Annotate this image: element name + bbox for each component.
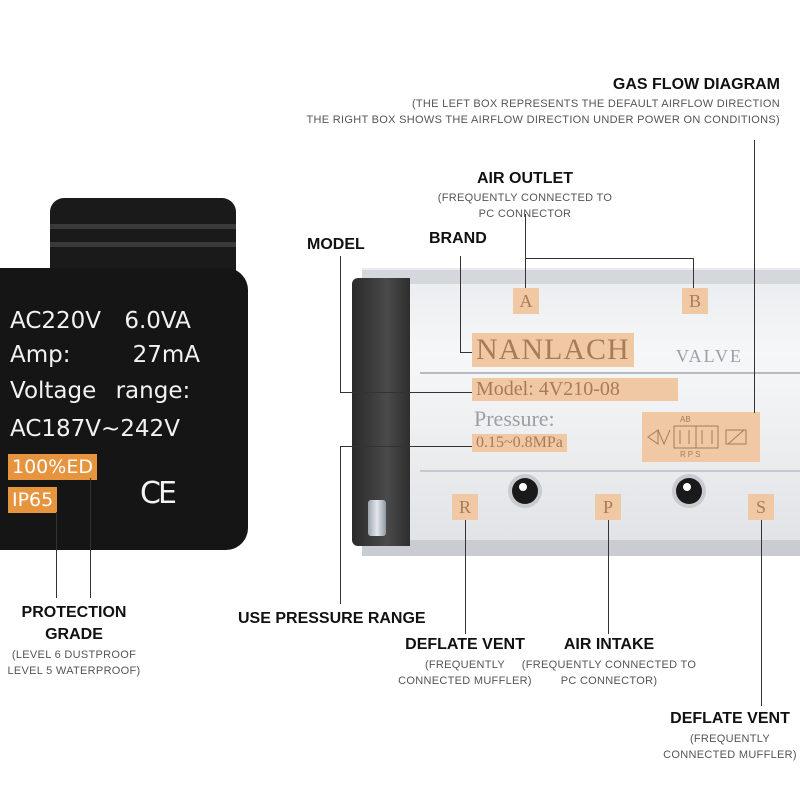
manual-override-screw bbox=[368, 500, 386, 536]
ip-rating-tag: IP65 bbox=[8, 487, 58, 513]
air-outlet-leader-line bbox=[525, 258, 526, 288]
air-outlet-leader-line bbox=[693, 258, 694, 288]
coil-connector-cap bbox=[50, 198, 236, 274]
pressure-range-title: USE PRESSURE RANGE bbox=[238, 610, 426, 627]
valve-top-edge bbox=[362, 270, 800, 284]
gas-flow-leader-line bbox=[754, 140, 755, 413]
valve-groove bbox=[420, 470, 800, 472]
air-outlet-title: AIR OUTLET bbox=[477, 170, 573, 187]
model-leader-line bbox=[340, 392, 472, 393]
deflate-vent-s-note-line2: CONNECTED MUFFLER) bbox=[663, 749, 797, 761]
pressure-leader-line bbox=[340, 446, 341, 604]
brand-title: BRAND bbox=[429, 230, 487, 247]
coil-rating-line3: Voltage range: bbox=[10, 378, 190, 404]
brand-leader-line bbox=[460, 352, 472, 353]
coil-voltage-text: AC220V bbox=[10, 308, 102, 334]
model-title: MODEL bbox=[307, 236, 365, 253]
air-intake-title: AIR INTAKE bbox=[563, 636, 655, 653]
ce-mark-logo: CE bbox=[140, 476, 177, 511]
coil-voltage-range-label: Voltage bbox=[10, 378, 97, 404]
coil-power-text: 6.0VA bbox=[124, 308, 191, 334]
protection-title-line2: GRADE bbox=[45, 626, 103, 643]
port-p-marker: P bbox=[595, 494, 621, 520]
gas-flow-symbol: AB RPS bbox=[642, 412, 760, 462]
deflate-vent-s-note-line1: (FREQUENTLY bbox=[689, 733, 771, 745]
valve-word: VALVE bbox=[676, 346, 744, 366]
deflate-vent-r-note-line2: CONNECTED MUFFLER) bbox=[398, 675, 532, 687]
symbol-top-ports: AB bbox=[680, 415, 691, 424]
air-intake-note-line1: (FREQUENTLY CONNECTED TO bbox=[521, 659, 697, 671]
gas-flow-note-line2: THE RIGHT BOX SHOWS THE AIRFLOW DIRECTIO… bbox=[306, 114, 780, 126]
port-a-marker: A bbox=[513, 288, 539, 314]
coil-amp-label: Amp: bbox=[10, 342, 71, 368]
brand-name-plate: NANLACH bbox=[472, 333, 634, 367]
air-outlet-note-line1: (FREQUENTLY CONNECTED TO bbox=[437, 192, 613, 204]
air-intake-leader-line bbox=[608, 520, 609, 634]
coil-voltage-range-value: AC187V~242V bbox=[10, 416, 180, 442]
deflate-vent-r-title: DEFLATE VENT bbox=[405, 636, 525, 653]
protection-note-line1: (LEVEL 6 DUSTPROOF bbox=[11, 649, 137, 661]
brand-leader-line bbox=[460, 256, 461, 352]
air-intake-note-line2: PC CONNECTOR) bbox=[560, 675, 658, 687]
pressure-leader-line bbox=[340, 446, 472, 447]
model-number-plate: Model: 4V210-08 bbox=[472, 378, 678, 401]
port-b-marker: B bbox=[682, 288, 708, 314]
valve-bottom-edge bbox=[362, 540, 800, 556]
protection-note-line2: LEVEL 5 WATERPROOF) bbox=[7, 665, 141, 677]
flow-symbol-icon bbox=[647, 425, 747, 449]
protection-leader-line bbox=[56, 512, 57, 598]
symbol-bottom-ports: RPS bbox=[680, 450, 703, 459]
deflate-vent-s-leader-line bbox=[761, 520, 762, 706]
mounting-hole bbox=[676, 478, 702, 504]
protection-leader-line bbox=[90, 478, 91, 598]
model-leader-line bbox=[340, 256, 341, 392]
air-outlet-leader-line bbox=[525, 214, 526, 258]
air-outlet-leader-line bbox=[525, 258, 693, 259]
deflate-vent-r-leader-line bbox=[465, 520, 466, 634]
deflate-vent-r-note-line1: (FREQUENTLY bbox=[424, 659, 506, 671]
valve-groove bbox=[420, 372, 800, 374]
coil-amp-value: 27mA bbox=[132, 342, 200, 368]
coil-rating-line2: Amp: 27mA bbox=[10, 342, 200, 368]
duty-cycle-tag: 100%ED bbox=[8, 454, 97, 480]
port-r-marker: R bbox=[452, 494, 478, 520]
coil-range-word: range: bbox=[115, 378, 191, 404]
pressure-label: Pressure: bbox=[474, 406, 555, 431]
mounting-hole bbox=[512, 478, 538, 504]
deflate-vent-s-title: DEFLATE VENT bbox=[670, 710, 790, 727]
gas-flow-note-line1: (THE LEFT BOX REPRESENTS THE DEFAULT AIR… bbox=[411, 98, 780, 110]
air-outlet-note-line2: PC CONNECTOR bbox=[478, 208, 572, 220]
pressure-value-plate: 0.15~0.8MPa bbox=[472, 434, 567, 452]
port-s-marker: S bbox=[748, 494, 774, 520]
coil-rating-line1: AC220V 6.0VA bbox=[10, 308, 191, 334]
gas-flow-title: GAS FLOW DIAGRAM bbox=[612, 76, 780, 93]
protection-title-line1: PROTECTION bbox=[21, 604, 127, 621]
